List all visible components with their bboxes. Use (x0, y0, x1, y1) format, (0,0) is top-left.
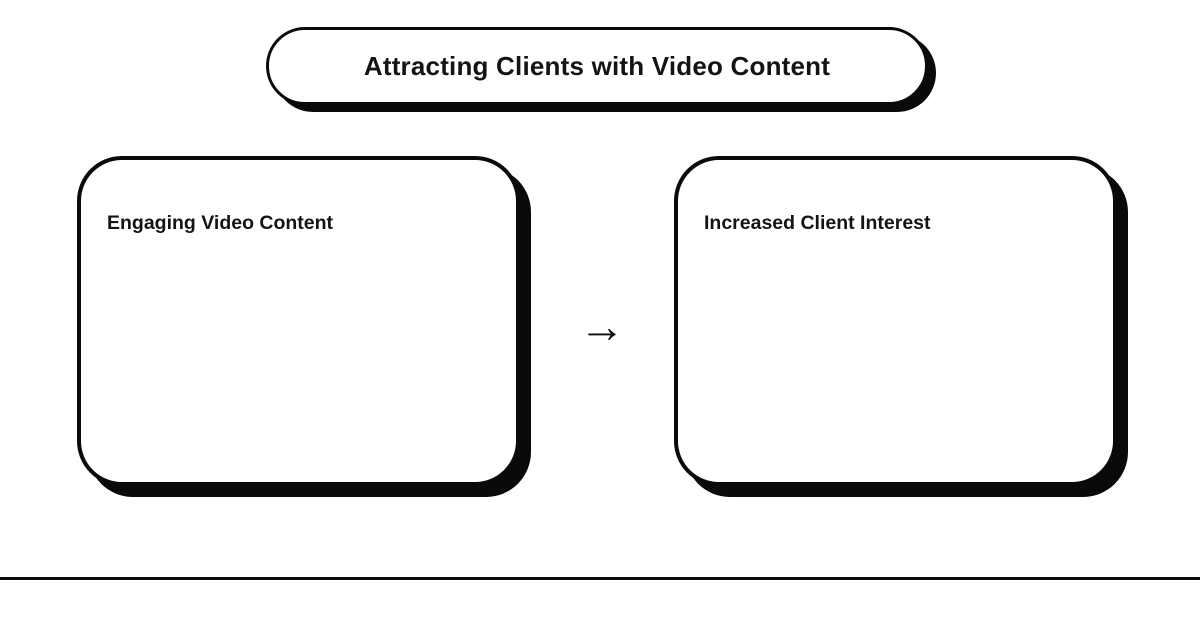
right-arrow-icon: → (579, 300, 625, 352)
node-increased-client-interest: Increased Client Interest (674, 156, 1117, 486)
footer-divider-line (0, 577, 1200, 580)
node-label: Increased Client Interest (704, 212, 931, 234)
node-label: Engaging Video Content (107, 212, 334, 234)
diagram-title: Attracting Clients with Video Content (363, 50, 831, 81)
node-engaging-video-content: Engaging Video Content (77, 156, 520, 486)
diagram-title-pill: Attracting Clients with Video Content (266, 27, 928, 105)
